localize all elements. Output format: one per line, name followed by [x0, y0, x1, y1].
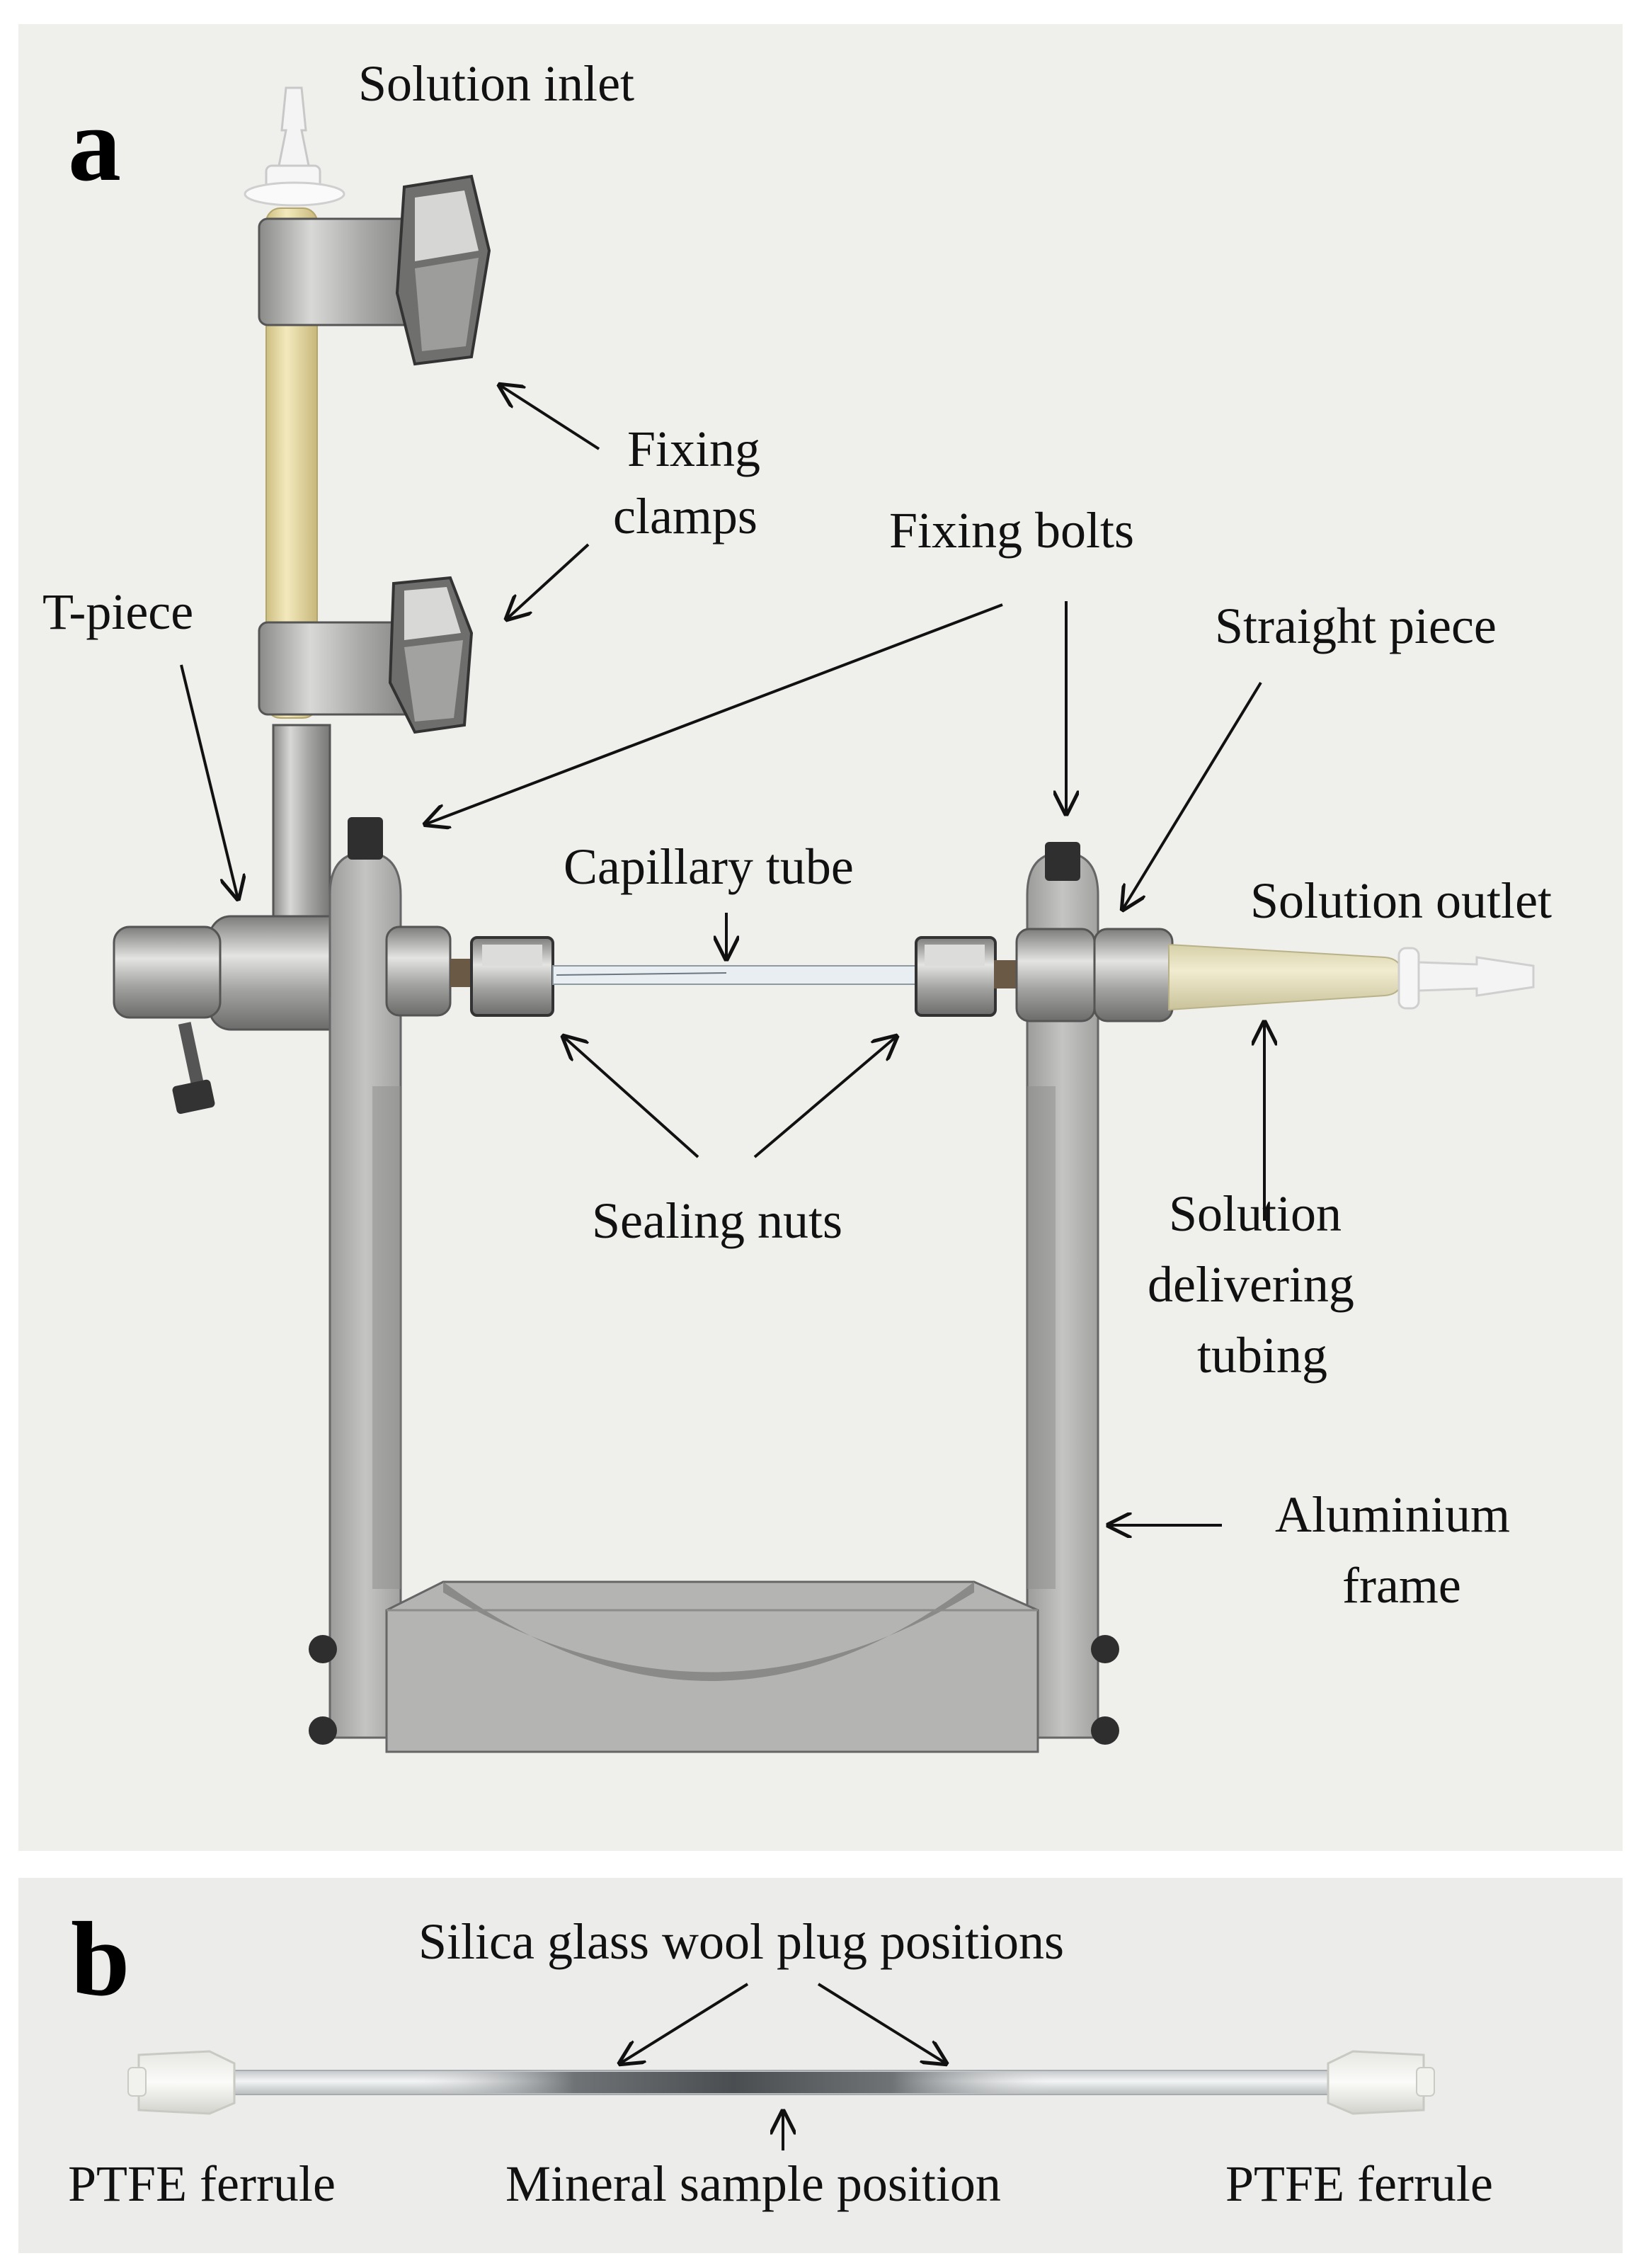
capillary-tube: [552, 965, 918, 985]
apparatus-photo: [113, 86, 1535, 1753]
label-fixing-bolts: Fixing bolts: [889, 502, 1135, 559]
label-ptfe-ferrule-right: PTFE ferrule: [1225, 2155, 1493, 2212]
label-fixing-clamps-line2: clamps: [613, 488, 757, 545]
panel-letter-b: b: [71, 1901, 130, 2018]
label-sealing-nuts: Sealing nuts: [592, 1192, 842, 1249]
upper-fixing-clamp: [258, 174, 491, 366]
fixing-bolt-left: [348, 817, 383, 860]
t-piece-end-cap: [113, 925, 222, 1019]
panel-b-photo: b Silica glass wool plug positions PTFE …: [18, 1878, 1623, 2253]
t-piece-vertical: [272, 724, 331, 939]
side-bolt: [172, 1079, 215, 1115]
straight-piece: [1093, 928, 1174, 1022]
label-aluminium-frame-line2: frame: [1342, 1557, 1461, 1614]
label-solution-delivering-line1: Solution: [1169, 1185, 1342, 1242]
panel-letter-a: a: [68, 86, 121, 203]
label-t-piece: T-piece: [42, 583, 194, 640]
vertical-tubing: [265, 207, 318, 719]
label-solution-delivering-line2: delivering: [1148, 1256, 1354, 1313]
panel-a-photo: a Solution inlet Fixing clamps Fixing bo…: [18, 24, 1623, 1851]
label-solution-inlet: Solution inlet: [358, 55, 635, 112]
aluminium-frame: [309, 851, 1119, 1753]
ptfe-ferrule-right: [1327, 2050, 1435, 2115]
label-capillary-tube: Capillary tube: [564, 838, 854, 895]
solution-inlet-connector: [244, 86, 345, 207]
label-mineral-sample: Mineral sample position: [505, 2155, 1001, 2212]
label-aluminium-frame-line1: Aluminium: [1275, 1486, 1511, 1543]
label-silica-wool: Silica glass wool plug positions: [418, 1913, 1065, 1970]
label-ptfe-ferrule-left: PTFE ferrule: [68, 2155, 336, 2212]
ptfe-ferrule-left: [127, 2050, 236, 2115]
label-solution-delivering-line3: tubing: [1197, 1327, 1328, 1384]
fixing-bolt-right: [1045, 842, 1080, 881]
mineral-sample: [415, 2072, 1052, 2093]
lower-fixing-clamp: [258, 576, 474, 734]
label-fixing-clamps-line1: Fixing: [627, 421, 761, 477]
capillary-photo: [127, 1983, 1435, 2150]
annotation-arrows-b: [620, 1983, 946, 2150]
solution-outlet-connector: [1417, 956, 1535, 997]
outlet-tubing: [1168, 943, 1404, 1011]
annotation-arrows: [180, 385, 1264, 1525]
label-straight-piece: Straight piece: [1215, 598, 1497, 654]
label-solution-outlet: Solution outlet: [1250, 872, 1553, 929]
